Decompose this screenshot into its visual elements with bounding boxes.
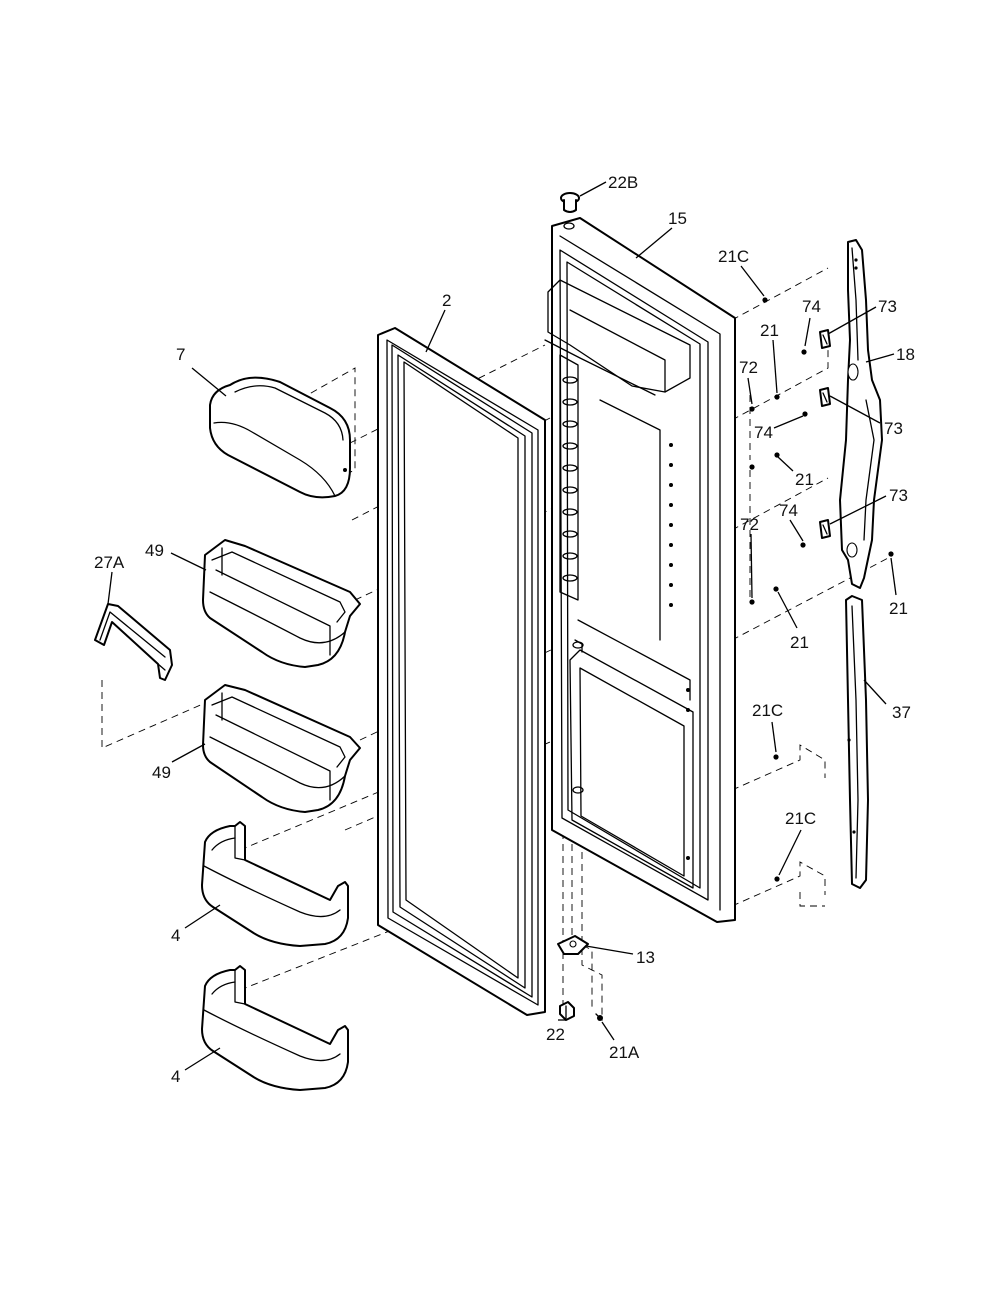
part-4-door-bin-top (201, 821, 349, 947)
callout-73-c: 73 (889, 486, 908, 505)
callout-13: 13 (636, 948, 655, 967)
callout-72-b: 72 (740, 515, 759, 534)
part-72-screw-a (749, 406, 755, 412)
part-15-door-panel (544, 217, 736, 923)
callout-74-c: 74 (779, 501, 798, 520)
callout-22b: 22B (608, 173, 638, 192)
callout-73-a: 73 (878, 297, 897, 316)
part-72-screw-c (749, 599, 755, 605)
part-18-door-handle (839, 239, 883, 589)
door-rail-bumps (562, 376, 578, 582)
callout-37: 37 (892, 703, 911, 722)
callout-7: 7 (176, 345, 185, 364)
part-21c-screw-bottom (774, 876, 780, 882)
part-2-door-gasket (377, 327, 546, 1016)
callout-2: 2 (442, 291, 451, 310)
fasteners (559, 297, 894, 1021)
callout-21-a: 21 (760, 321, 779, 340)
callout-49-top: 49 (145, 541, 164, 560)
part-21-screw-b (774, 452, 780, 458)
callout-21c-top: 21C (718, 247, 749, 266)
part-74-screw-c (800, 542, 806, 548)
part-21-screw-d (888, 551, 894, 557)
callout-49-bottom: 49 (152, 763, 171, 782)
part-37-handle-trim (845, 595, 869, 889)
callout-74-b: 74 (754, 423, 773, 442)
callout-21-c: 21 (889, 599, 908, 618)
callout-labels: 22B 15 21C 2 74 73 21 18 7 72 74 73 21 7… (94, 173, 915, 1086)
callout-18: 18 (896, 345, 915, 364)
part-72-screw-b (749, 464, 755, 470)
callout-74-a: 74 (802, 297, 821, 316)
part-27a-bin-handle (94, 603, 173, 681)
part-13-hinge-plate (557, 935, 589, 955)
part-74-screw-a (801, 349, 807, 355)
leader-lines (107, 181, 897, 1071)
callout-22: 22 (546, 1025, 565, 1044)
part-21-screw-a (774, 394, 780, 400)
part-4-door-bin-bottom (201, 965, 349, 1091)
part-7-dairy-bin (209, 376, 351, 499)
callout-21a: 21A (609, 1043, 640, 1062)
part-22b-plug (560, 192, 580, 213)
part-22-hinge-bushing (559, 1001, 575, 1021)
callout-73-b: 73 (884, 419, 903, 438)
callout-27a: 27A (94, 553, 125, 572)
part-74-screw-b (802, 411, 808, 417)
part-21c-screw-top (762, 297, 768, 303)
callout-72-a: 72 (739, 358, 758, 377)
part-21-screw-c (773, 586, 779, 592)
callout-4-top: 4 (171, 926, 180, 945)
callout-21-b: 21 (795, 470, 814, 489)
part-49-shelf-bin-bottom (202, 684, 361, 813)
callout-21c-mid: 21C (752, 701, 783, 720)
part-73-clips (819, 329, 831, 539)
part-49-shelf-bin-top (202, 539, 361, 668)
part-21a-screw (595, 1013, 603, 1021)
part-21c-screw-mid (773, 754, 779, 760)
callout-4-bottom: 4 (171, 1067, 180, 1086)
door-rail-holes (669, 443, 690, 860)
callout-21c-bottom: 21C (785, 809, 816, 828)
callout-15: 15 (668, 209, 687, 228)
callout-21-d: 21 (790, 633, 809, 652)
